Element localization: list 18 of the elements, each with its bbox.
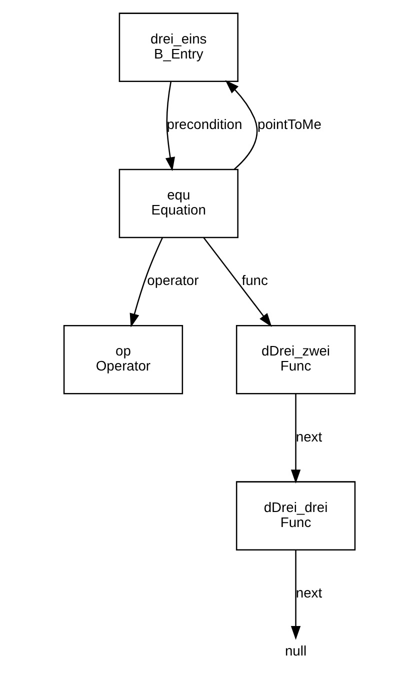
arrow (225, 80, 258, 170)
edge-label: pointToMe (258, 116, 322, 132)
node-box: dDrei_drei Func (236, 481, 356, 550)
node-box: dDrei_zwei Func (236, 325, 356, 394)
edge-label: precondition (166, 116, 242, 132)
node-box: drei_eins B_Entry (118, 12, 238, 82)
arrow (130, 238, 163, 328)
arrow (165, 81, 176, 172)
node-box: equ Equation (118, 168, 238, 238)
node-text: null (284, 642, 307, 658)
edge-label: func (242, 272, 268, 288)
arrow (203, 237, 272, 327)
arrow (290, 394, 301, 484)
edge-label: next (296, 584, 322, 600)
edge-label: next (296, 428, 322, 444)
edge-label: operator (147, 272, 199, 288)
node-box: op Operator (63, 325, 184, 394)
arrow (290, 550, 301, 640)
